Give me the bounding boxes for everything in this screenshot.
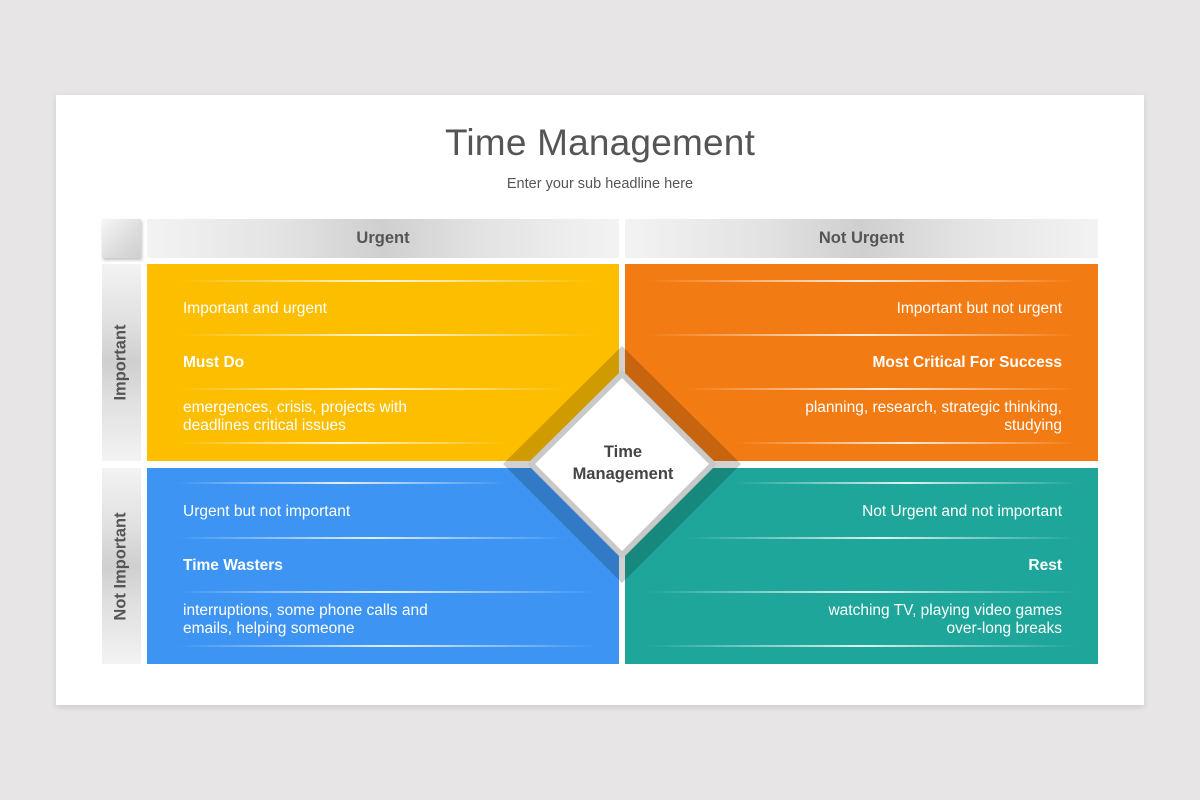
quadrant-description-line2: studying: [1004, 417, 1062, 434]
slide-title: Time Management: [444, 122, 756, 163]
center-label-line1: Time: [603, 443, 643, 461]
quadrant-description-line1: planning, research, strategic thinking,: [805, 399, 1062, 416]
quadrant-heading: Urgent but not important: [183, 503, 351, 520]
quadrant-description-line1: watching TV, playing video games: [828, 602, 1062, 619]
quadrant-description-line1: interruptions, some phone calls and: [183, 602, 428, 619]
quadrant-description-line2: deadlines critical issues: [183, 417, 346, 434]
column-header-urgent: Urgent: [147, 219, 619, 258]
slide-subtitle: Enter your sub headline here: [506, 176, 694, 192]
center-diamond-label: Time Management: [552, 441, 694, 485]
column-header-not-urgent: Not Urgent: [625, 219, 1098, 258]
row-header-not-important: Not Important: [102, 468, 141, 664]
quadrant-title: Must Do: [183, 354, 245, 371]
quadrant-urgent-not-important: Urgent but not important Time Wasters in…: [147, 468, 619, 664]
quadrant-description-line1: emergences, crisis, projects with: [183, 399, 407, 416]
quadrant-not-urgent-not-important: Not Urgent and not important Rest watchi…: [625, 468, 1098, 664]
quadrant-description-line2: emails, helping someone: [183, 620, 355, 637]
quadrant-heading: Not Urgent and not important: [862, 503, 1062, 520]
quadrant-important-urgent: Important and urgent Must Do emergences,…: [147, 264, 619, 461]
row-header-not-important-label: Not Important: [112, 511, 130, 621]
quadrant-important-not-urgent: Important but not urgent Most Critical F…: [625, 264, 1098, 461]
matrix-corner-tile: [102, 219, 141, 258]
quadrant-title: Time Wasters: [183, 557, 283, 574]
row-header-important-label: Important: [112, 324, 130, 401]
center-label-line2: Management: [572, 465, 674, 483]
quadrant-description-line2: over-long breaks: [946, 620, 1062, 637]
quadrant-title: Rest: [1028, 557, 1062, 574]
quadrant-title: Most Critical For Success: [872, 354, 1062, 371]
row-header-important: Important: [102, 264, 141, 461]
quadrant-heading: Important and urgent: [183, 300, 327, 317]
quadrant-heading: Important but not urgent: [896, 300, 1062, 317]
